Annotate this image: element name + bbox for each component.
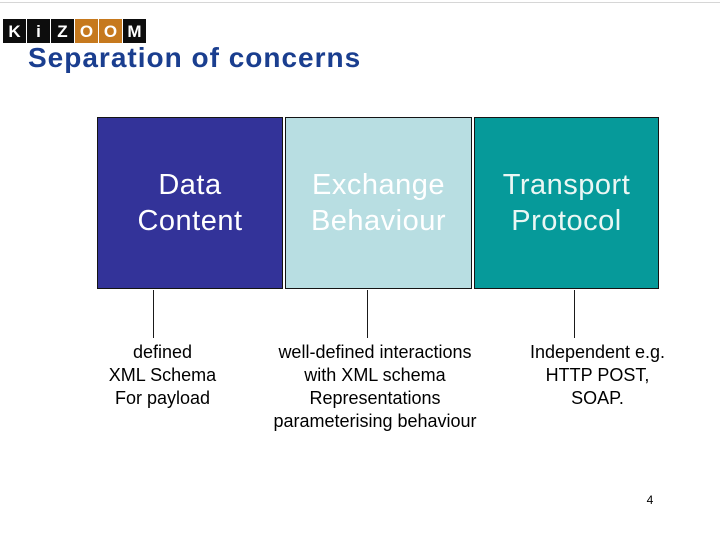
- note-line: Representations: [309, 388, 441, 408]
- note-line: Independent e.g.: [529, 342, 666, 362]
- kizoom-logo: K i Z O O M: [3, 19, 146, 43]
- box-label-line: Content: [137, 205, 243, 237]
- note-line: parameterising behaviour: [273, 411, 477, 431]
- logo-letter-tile: K: [3, 19, 26, 43]
- note-line: XML Schema: [108, 365, 217, 385]
- logo-letter-tile: M: [123, 19, 146, 43]
- box-exchange-behaviour: Exchange Behaviour: [285, 117, 472, 289]
- note-line: defined: [132, 342, 193, 362]
- box-label-line: Data: [158, 169, 222, 201]
- page-number: 4: [646, 493, 654, 507]
- connector-line-exchange-behaviour: [367, 290, 368, 338]
- notes-data-content: defined XML Schema For payload: [60, 341, 265, 410]
- connector-line-data-content: [153, 290, 154, 338]
- note-line: well-defined interactions: [278, 342, 472, 362]
- logo-letter-tile: Z: [51, 19, 74, 43]
- note-line: SOAP.: [571, 388, 624, 408]
- box-label-line: Behaviour: [310, 205, 447, 237]
- note-line: For payload: [114, 388, 211, 408]
- note-line: HTTP POST,: [545, 365, 650, 385]
- logo-letter-tile: i: [27, 19, 50, 43]
- logo-letter-tile: O: [99, 19, 122, 43]
- box-label-line: Transport: [502, 169, 631, 201]
- box-transport-protocol: Transport Protocol: [474, 117, 659, 289]
- connector-line-transport-protocol: [574, 290, 575, 338]
- box-data-content-label: Data Content: [137, 167, 242, 239]
- slide-top-edge: [0, 2, 720, 3]
- notes-transport-protocol: Independent e.g. HTTP POST, SOAP.: [495, 341, 700, 410]
- slide-title: Separation of concerns: [28, 42, 362, 73]
- box-transport-protocol-label: Transport Protocol: [503, 167, 631, 239]
- box-data-content: Data Content: [97, 117, 283, 289]
- notes-exchange-behaviour: well-defined interactions with XML schem…: [258, 341, 492, 433]
- logo-letter-tile: O: [75, 19, 98, 43]
- box-exchange-behaviour-label: Exchange Behaviour: [311, 167, 446, 239]
- box-label-line: Protocol: [511, 205, 622, 237]
- box-label-line: Exchange: [312, 169, 445, 201]
- note-line: with XML schema: [304, 365, 446, 385]
